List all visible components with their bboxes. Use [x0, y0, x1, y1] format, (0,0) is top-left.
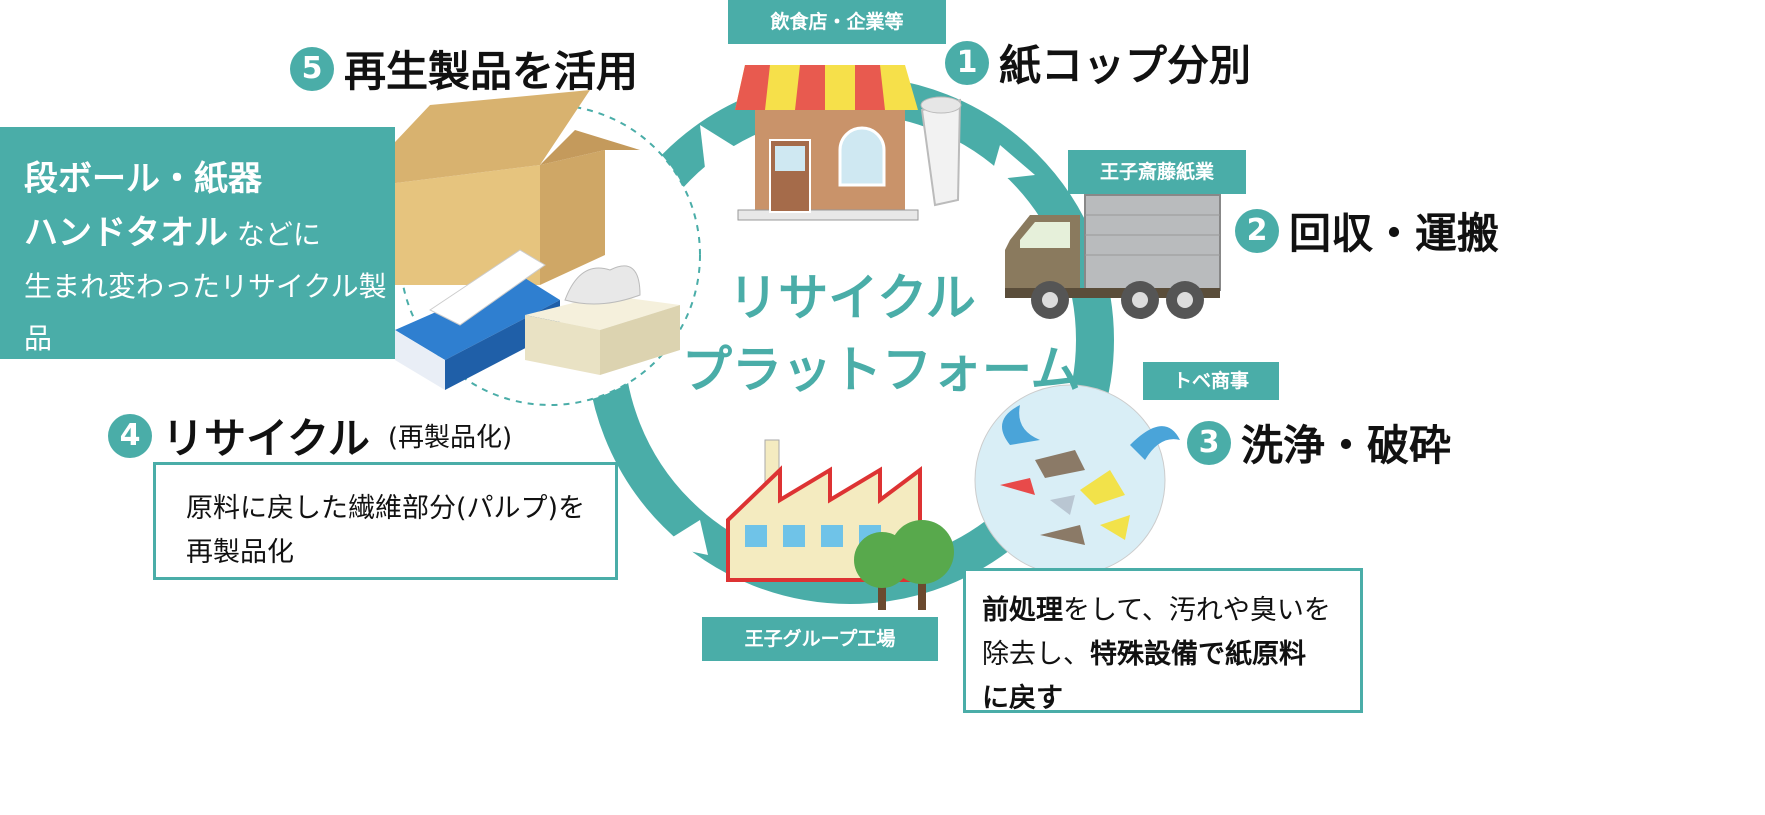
panel-line3: 生まれ変わったリサイクル製品	[24, 270, 387, 355]
step3-tag: トベ商事	[1143, 362, 1279, 400]
ring-arrow-top-left-icon	[700, 125, 740, 168]
step5-title: 再生製品を活用	[344, 47, 639, 96]
center-title-line2: プラットフォーム	[682, 341, 1081, 399]
step4-subtitle: (再製品化)	[387, 423, 513, 453]
ring-arrow-bottom-left-icon	[660, 520, 708, 555]
step3-number: 3	[1187, 420, 1231, 465]
step1-heading: 1 紙コップ分別	[945, 32, 1251, 93]
panel-line1: 段ボール・紙器	[24, 159, 262, 199]
step4-heading: 4 リサイクル (再製品化)	[108, 405, 512, 466]
step2-tag: 王子斎藤紙業	[1068, 150, 1246, 194]
step5-heading: 5 再生製品を活用	[290, 38, 638, 99]
box4-line2: 再製品化	[186, 537, 294, 568]
center-title: リサイクル プラットフォーム	[682, 262, 1081, 406]
panel-line2: ハンドタオル などに	[24, 213, 321, 253]
box3-line2: 除去し、特殊設備で紙原料	[982, 639, 1306, 670]
cardboard-box-icon	[345, 90, 640, 285]
step3-heading: 3 洗浄・破砕	[1187, 412, 1451, 473]
paper-cup-icon	[920, 96, 962, 207]
box3-line1: 前処理をして、汚れや臭いを	[982, 595, 1331, 626]
step4-title: リサイクル	[162, 414, 370, 463]
center-title-line1: リサイクル	[728, 269, 976, 327]
washing-icon	[974, 384, 1180, 576]
panel-line4: を再び飲食店・企業などで活用	[24, 374, 388, 459]
tree-icon	[854, 520, 954, 610]
step2-heading: 2 回収・運搬	[1235, 200, 1499, 261]
step2-title: 回収・運搬	[1289, 209, 1500, 258]
shop-icon	[735, 65, 919, 221]
tissue-box-icon	[525, 265, 680, 375]
step4-number: 4	[108, 413, 152, 458]
ring-arrow-top-right-icon	[990, 145, 1035, 180]
step1-tag: 飲食店・企業等	[728, 0, 946, 44]
box4-line1: 原料に戻した繊維部分(パルプ)を	[186, 493, 586, 524]
step4-tag: 王子グループ工場	[702, 617, 938, 661]
step4-description-box: 原料に戻した繊維部分(パルプ)を 再製品化	[153, 462, 618, 580]
box3-line3: に戻す	[982, 683, 1063, 714]
step3-title: 洗浄・破砕	[1241, 421, 1452, 470]
step5-number: 5	[290, 46, 334, 91]
step3-description-box: 前処理をして、汚れや臭いを 除去し、特殊設備で紙原料 に戻す	[963, 568, 1363, 714]
step1-number: 1	[945, 40, 989, 85]
step2-number: 2	[1235, 208, 1279, 253]
step5-description-panel: 段ボール・紙器 ハンドタオル などに 生まれ変わったリサイクル製品 を再び飲食店…	[0, 127, 395, 459]
truck-icon	[1005, 194, 1221, 319]
step1-title: 紙コップ分別	[999, 41, 1252, 90]
